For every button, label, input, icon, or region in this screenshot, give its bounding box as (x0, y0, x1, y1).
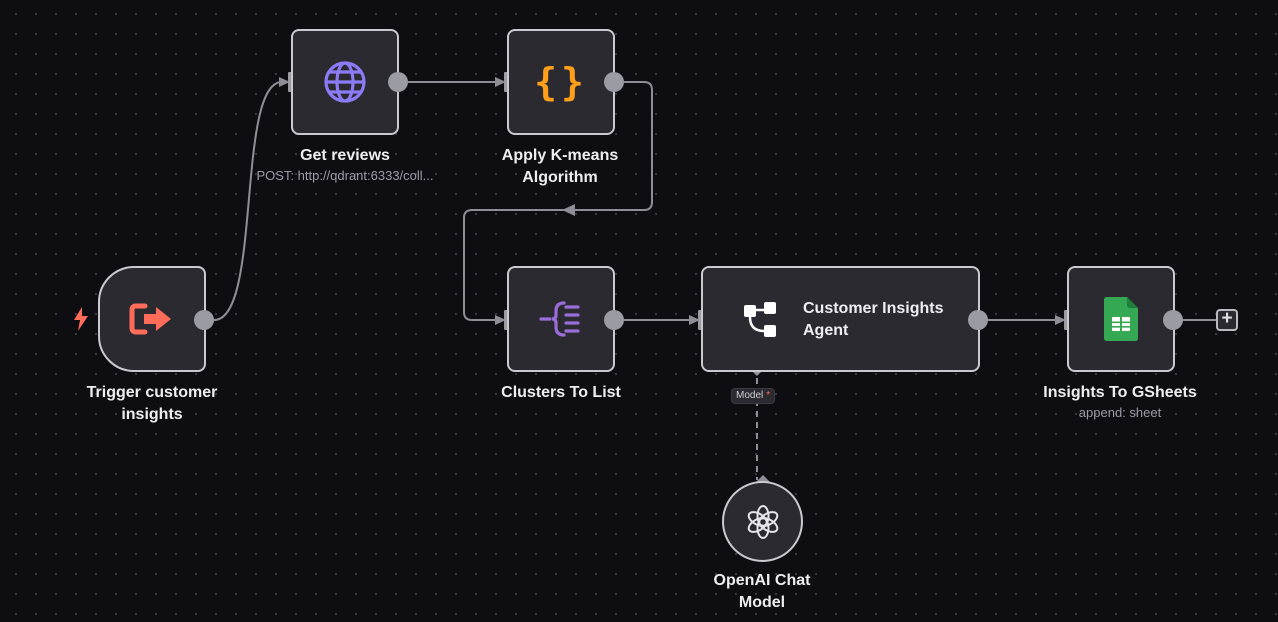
trigger-customer-insights-node[interactable] (98, 266, 206, 372)
globe-icon (324, 61, 366, 103)
add-node-button[interactable]: + (1216, 309, 1238, 331)
kmeans-output-handle[interactable] (604, 72, 624, 92)
get-reviews-label: Get reviews (300, 147, 390, 164)
openai-label: OpenAI Chat Model (713, 572, 811, 611)
clusters-output-handle[interactable] (604, 310, 624, 330)
arrowhead-mid-loop (562, 204, 575, 216)
agent-tree-icon (744, 302, 776, 337)
gsheets-output-handle[interactable] (1163, 310, 1183, 330)
edge-kmeans-to-clusters (463, 81, 653, 321)
openai-chat-model-node[interactable] (722, 481, 803, 562)
model-connection-badge: Model* (731, 388, 776, 404)
agent-label-line2: Agent (803, 322, 849, 339)
agent-label: Customer Insights Agent (803, 298, 973, 342)
edge-trigger-to-get-reviews (213, 81, 283, 321)
model-badge-label: Model (736, 390, 764, 401)
kmeans-label: Apply K-means Algorithm (501, 147, 619, 186)
sign-out-arrow-icon (129, 303, 171, 335)
trigger-output-handle[interactable] (194, 310, 214, 330)
arrowhead-get-reviews (279, 77, 290, 87)
insights-to-gsheets-node[interactable] (1067, 266, 1175, 372)
arrowhead-agent (689, 315, 700, 325)
agent-label-line1: Customer Insights (803, 300, 944, 317)
required-mark: * (766, 390, 771, 401)
lightning-bolt-icon (74, 307, 88, 331)
clusters-to-list-node[interactable] (507, 266, 615, 372)
gsheets-subtitle: append: sheet (1078, 405, 1162, 420)
get-reviews-output-handle[interactable] (388, 72, 408, 92)
trigger-label: Trigger customer insights (86, 384, 218, 423)
openai-logo-icon (747, 504, 778, 539)
apply-kmeans-node[interactable]: {} (507, 29, 615, 135)
gsheets-label: Insights To GSheets (1043, 384, 1197, 401)
curly-braces-icon: {} (534, 60, 588, 104)
clusters-label: Clusters To List (501, 384, 621, 401)
agent-output-handle[interactable] (968, 310, 988, 330)
arrowhead-gsheets (1055, 315, 1066, 325)
arrowhead-clusters (495, 315, 506, 325)
split-out-icon (539, 301, 580, 337)
get-reviews-subtitle: POST: http://qdrant:6333/coll... (256, 168, 434, 183)
customer-insights-agent-node[interactable]: Customer Insights Agent (701, 266, 980, 372)
google-sheets-icon (1104, 297, 1138, 341)
arrowhead-kmeans (495, 77, 506, 87)
get-reviews-node[interactable] (291, 29, 399, 135)
